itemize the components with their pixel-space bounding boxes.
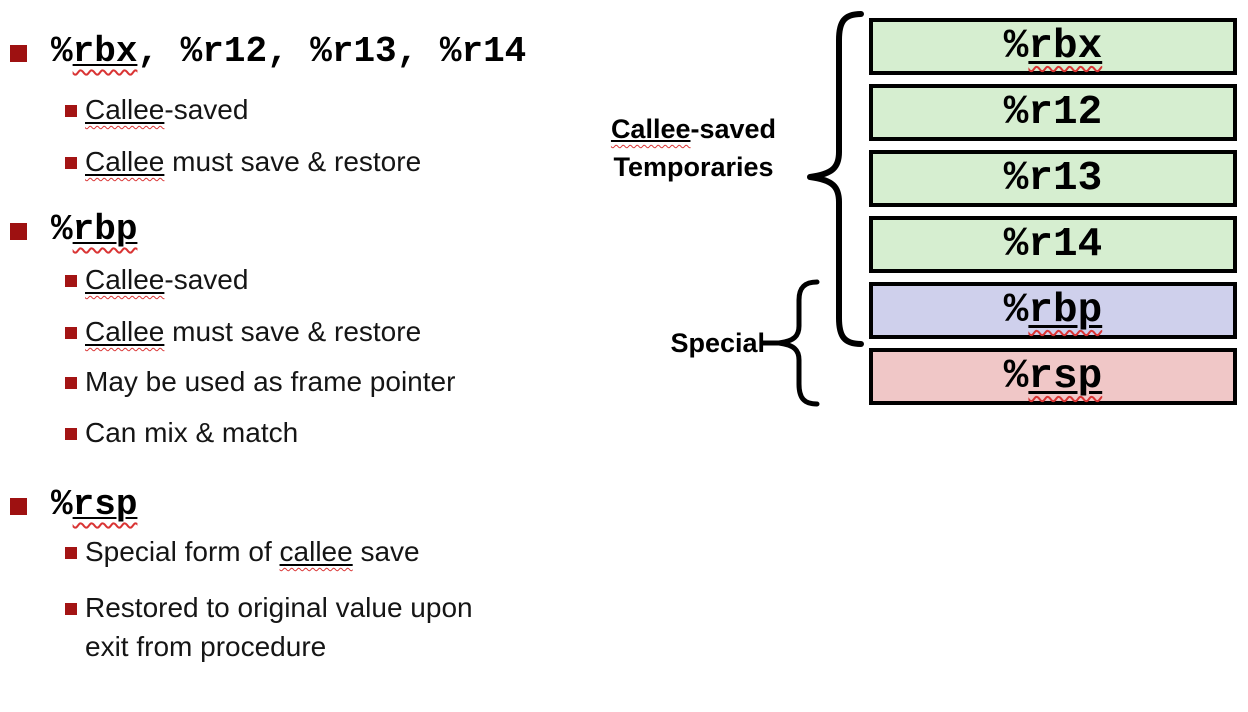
- outline-item: May be used as frame pointer: [85, 366, 456, 397]
- outline-item: Callee-saved: [85, 94, 249, 125]
- level1-bullet-icon: [10, 45, 27, 62]
- level2-bullet-icon: [65, 327, 77, 339]
- level1-bullet-icon: [10, 498, 27, 515]
- misspell-mark: Callee: [85, 94, 165, 125]
- register-box-r14: %r14: [869, 216, 1237, 273]
- heading-text: %: [51, 31, 73, 72]
- misspell-mark: Callee: [85, 264, 165, 295]
- level2-bullet-icon: [65, 275, 77, 287]
- misspell-mark: rbp: [72, 209, 138, 250]
- misspell-mark: Callee: [85, 316, 165, 347]
- outline-item: Callee must save & restore: [85, 316, 422, 347]
- level2-bullet-icon: [65, 603, 77, 615]
- misspell-mark: rbx: [72, 31, 138, 72]
- level2-bullet-icon: [65, 428, 77, 440]
- level2-bullet-icon: [65, 105, 77, 117]
- misspell-mark: Callee: [610, 114, 691, 144]
- level2-bullet-icon: [65, 377, 77, 389]
- misspell-mark: rsp: [72, 484, 138, 525]
- misspell-mark: callee: [279, 536, 353, 567]
- outline-item: Can mix & match: [85, 417, 299, 448]
- callee-saved-brace: [807, 11, 864, 347]
- outline-item: Restored to original value upon: [85, 592, 473, 623]
- register-box-r13: %r13: [869, 150, 1237, 207]
- outline-item: Callee must save & restore: [85, 146, 422, 177]
- misspell-mark: rbp: [1028, 287, 1103, 334]
- level2-bullet-icon: [65, 157, 77, 169]
- register-box-r12: %r12: [869, 84, 1237, 141]
- outline-item-continuation: exit from procedure: [85, 631, 327, 662]
- register-box-rbx: %rbx: [869, 18, 1237, 75]
- register-box-rbp: %rbp: [869, 282, 1237, 339]
- label-line: Temporaries: [613, 152, 774, 182]
- label-line: Callee-saved: [610, 114, 777, 144]
- label-callee-saved-temporaries: Callee-saved Temporaries: [597, 110, 790, 186]
- special-brace: [760, 279, 820, 407]
- level2-bullet-icon: [65, 547, 77, 559]
- outline-heading-registers: %rbx, %r12, %r13, %r14: [51, 29, 526, 75]
- outline-item: Special form of callee save: [85, 536, 420, 567]
- heading-text: , %r12, %r13, %r14: [137, 31, 527, 72]
- outline-heading-rsp: %rsp: [51, 484, 138, 525]
- label-special: Special: [670, 328, 765, 358]
- outline-item: Callee-saved: [85, 264, 249, 295]
- misspell-mark: Callee: [85, 146, 165, 177]
- register-box-rsp: %rsp: [869, 348, 1237, 405]
- level1-bullet-icon: [10, 223, 27, 240]
- misspell-mark: rsp: [1028, 353, 1103, 400]
- outline-heading-rbp: %rbp: [51, 209, 138, 250]
- misspell-mark: rbx: [1028, 23, 1103, 70]
